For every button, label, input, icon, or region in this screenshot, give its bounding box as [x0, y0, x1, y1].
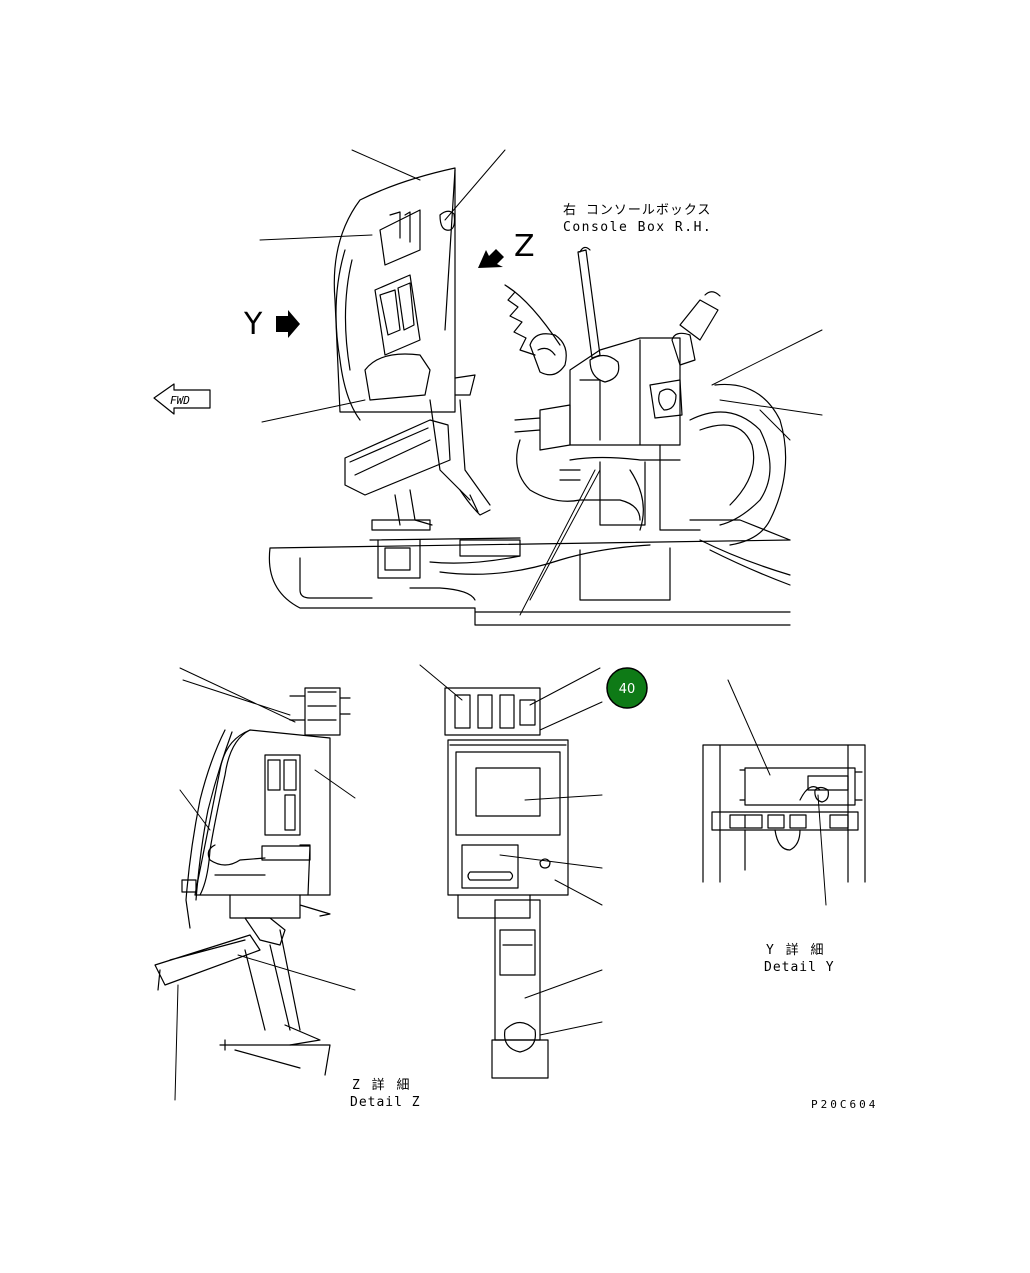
front-switch [461, 844, 519, 889]
base-rail [268, 539, 791, 626]
detail-y-view [702, 679, 866, 906]
leader-lines-y [727, 679, 827, 906]
badge-circle [606, 667, 648, 709]
detail-y-en: Detail Y [764, 960, 835, 975]
console-label: 右 コンソールボックス Console Box R.H. [563, 203, 712, 235]
rubber-boot [504, 284, 561, 356]
detail-z-caption: Z 詳 細 Detail Z [350, 1077, 421, 1110]
arrow-right-icon [276, 310, 300, 338]
front-view [419, 664, 603, 1079]
fwd-arrow: FWD [153, 383, 211, 415]
front-top-bracket [444, 687, 541, 736]
main-assembly-view [259, 149, 823, 626]
console-box-left [333, 167, 456, 413]
badge-number: 40 [619, 682, 636, 697]
detail-z-housing [289, 687, 351, 736]
detail-z-view [154, 667, 356, 1101]
fwd-arrow-icon [153, 383, 211, 415]
view-arrow-y: Y [243, 307, 300, 342]
leader-lines-top [259, 149, 823, 616]
console-box-right [569, 337, 681, 446]
arrow-down-left-icon [478, 249, 504, 268]
wire-harness [516, 383, 787, 546]
detail-y-caption: Y 詳 細 Detail Y [764, 942, 835, 975]
front-display [455, 751, 561, 836]
fwd-label: FWD [170, 394, 190, 407]
control-lever [577, 246, 601, 359]
console-label-jp: 右 コンソールボックス [563, 203, 711, 218]
detail-y-jp: Y 詳 細 [766, 942, 825, 958]
view-arrow-z: Z [478, 229, 535, 268]
console-label-en: Console Box R.H. [563, 220, 712, 235]
detail-z-en: Detail Z [350, 1095, 421, 1110]
detail-z-jp: Z 詳 細 [352, 1077, 411, 1093]
leader-lines-front [419, 664, 603, 1036]
leader-lines-z [174, 667, 356, 1101]
joystick-right [671, 291, 721, 366]
view-z-letter: Z [514, 229, 535, 264]
detail-y-frame [702, 744, 866, 883]
pedestal-left [344, 419, 451, 496]
reference-badge: 40 [606, 667, 648, 709]
drawing-number: P20C604 [811, 1098, 878, 1111]
view-y-letter: Y [243, 307, 263, 342]
